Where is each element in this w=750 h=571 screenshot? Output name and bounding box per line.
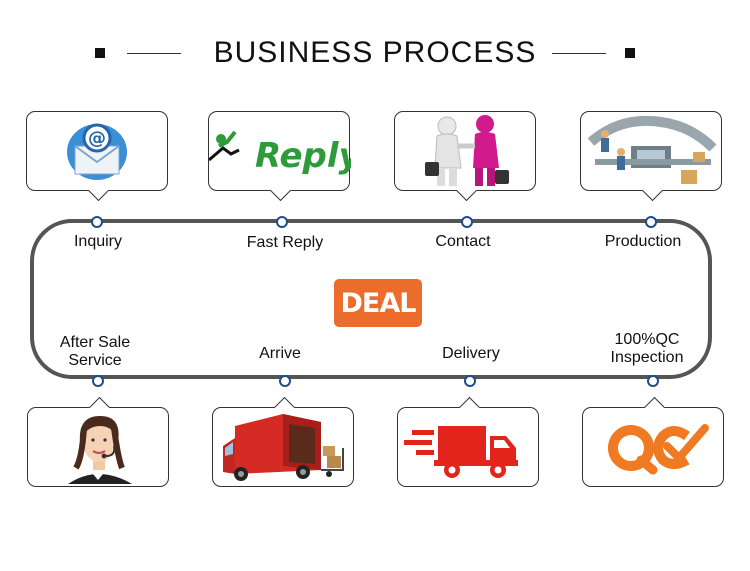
fast-truck-icon	[404, 426, 518, 478]
process-loop	[30, 219, 712, 379]
card-inquiry: @	[26, 111, 168, 202]
card-after-sale	[27, 396, 169, 487]
handshake-icon	[425, 115, 509, 186]
title-square-left	[95, 48, 105, 58]
step-label-delivery: Delivery	[442, 345, 500, 362]
title-line-left	[127, 53, 181, 54]
step-label-inquiry: Inquiry	[73, 233, 123, 250]
card-fast-reply: Reply	[208, 111, 351, 202]
step-label-qc-inspection: 100%QC Inspection	[577, 331, 717, 367]
step-dot-after-sale	[92, 375, 104, 387]
reply-logo-text: Reply	[255, 136, 351, 176]
step-label-after-sale-line-2: Service	[68, 352, 122, 369]
step-label-contact: Contact	[435, 233, 491, 250]
email-icon: @	[67, 123, 127, 180]
deal-badge-text: DEAL	[340, 288, 417, 319]
title-row: BUSINESS PROCESS	[0, 34, 750, 74]
step-dot-qc	[647, 375, 659, 387]
step-dot-delivery	[464, 375, 476, 387]
step-dot-contact	[461, 216, 473, 228]
card-delivery	[397, 396, 539, 487]
step-dot-fast-reply	[276, 216, 288, 228]
title-square-right	[625, 48, 635, 58]
step-dot-inquiry	[91, 216, 103, 228]
step-label-qc-line-2: Inspection	[610, 349, 684, 366]
step-label-after-sale-line-1: After Sale	[59, 334, 131, 351]
deal-badge: DEAL	[334, 279, 422, 327]
page-title: BUSINESS PROCESS	[213, 36, 537, 69]
svg-text:@: @	[88, 128, 106, 149]
factory-line-icon	[587, 115, 717, 184]
step-dot-arrive	[279, 375, 291, 387]
step-label-arrive: Arrive	[259, 345, 301, 362]
card-qc-inspection	[582, 396, 724, 487]
qc-check-icon	[608, 424, 709, 475]
title-line-right	[552, 53, 606, 54]
customer-service-icon	[68, 416, 132, 484]
step-dot-production	[645, 216, 657, 228]
reply-logo-icon: Reply	[209, 130, 351, 176]
step-label-qc-line-1: 100%QC	[614, 331, 680, 348]
step-label-production: Production	[604, 233, 682, 250]
card-production	[580, 111, 722, 202]
step-label-fast-reply: Fast Reply	[246, 234, 324, 251]
card-arrive	[212, 396, 354, 487]
delivery-truck-icon	[223, 414, 344, 481]
card-contact	[394, 111, 536, 202]
step-label-after-sale: After Sale Service	[25, 334, 165, 370]
